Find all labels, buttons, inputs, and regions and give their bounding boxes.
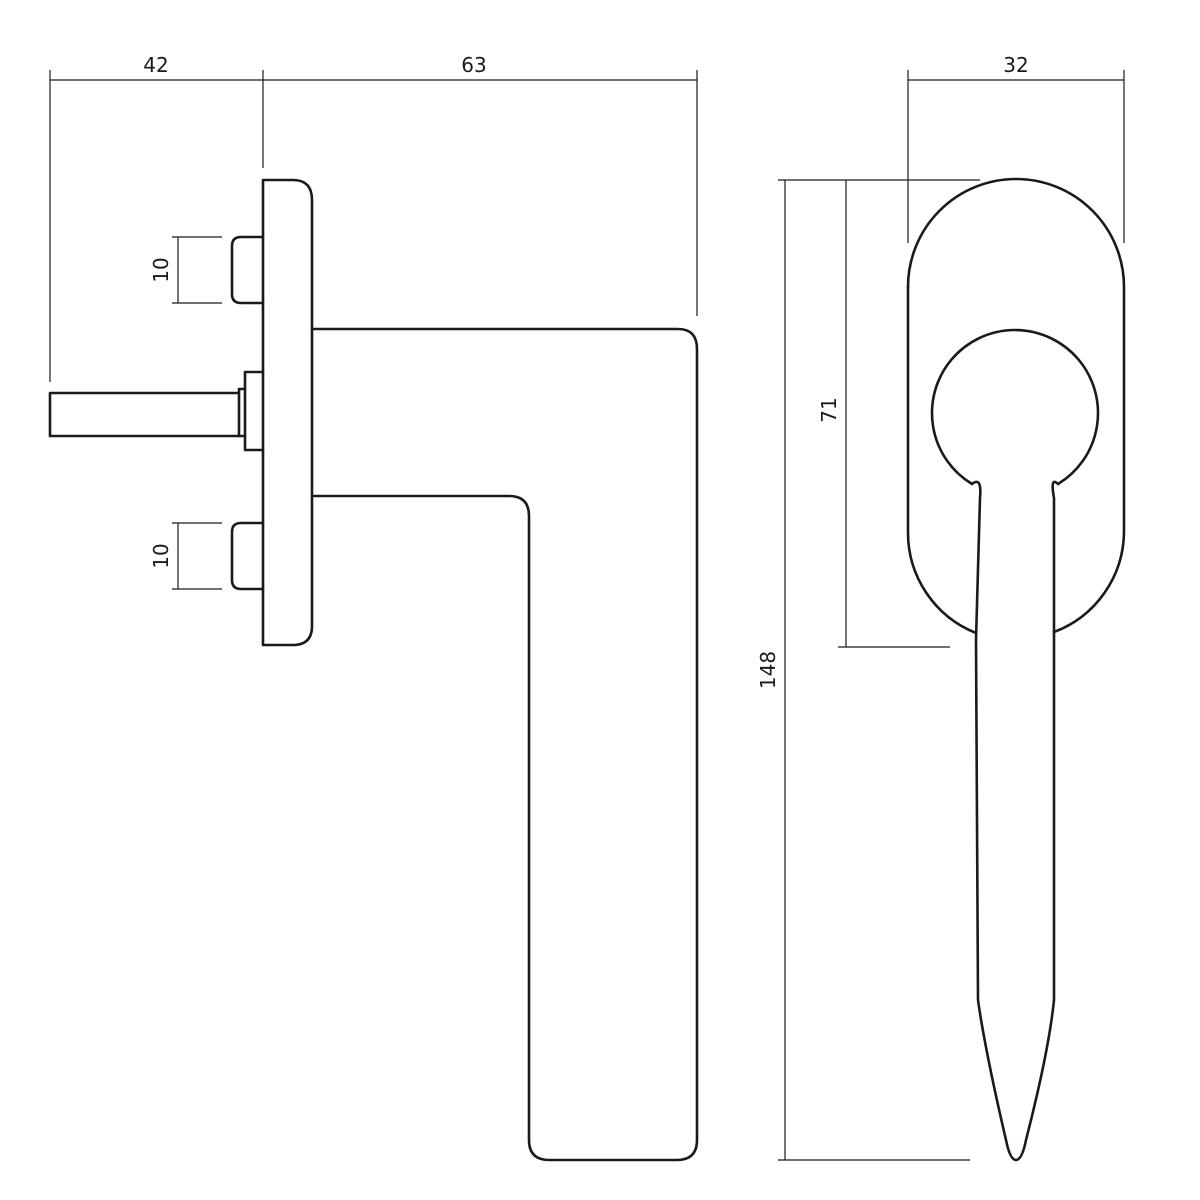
spindle-shaft (48, 391, 241, 438)
front-rosette-oval-left (906, 285, 978, 635)
dim-label-screw-lower: 10 (149, 543, 173, 568)
spindle (243, 370, 265, 452)
dimension-lines (49, 70, 1125, 1161)
dim-label-spindle: 42 (143, 53, 168, 77)
side-rosette-plate (261, 178, 314, 647)
dim-label-rosette-width: 32 (1003, 53, 1028, 77)
front-lever-blade (970, 480, 1060, 1162)
upper-screw-boss (230, 235, 265, 305)
dim-label-overall-height: 148 (756, 651, 780, 689)
lower-screw-boss (230, 521, 265, 591)
dimension-labels: 42 63 32 10 10 148 71 (143, 53, 1028, 689)
dim-label-projection: 63 (461, 53, 486, 77)
front-rosette-oval (906, 177, 1126, 634)
side-handle-lever (310, 327, 699, 1162)
spindle-collar (237, 387, 247, 438)
lever-neck-circle (930, 328, 1100, 486)
front-view (906, 177, 1126, 1162)
dim-label-rosette-height: 71 (817, 397, 841, 422)
side-view (48, 178, 699, 1162)
dim-label-screw-upper: 10 (149, 257, 173, 282)
